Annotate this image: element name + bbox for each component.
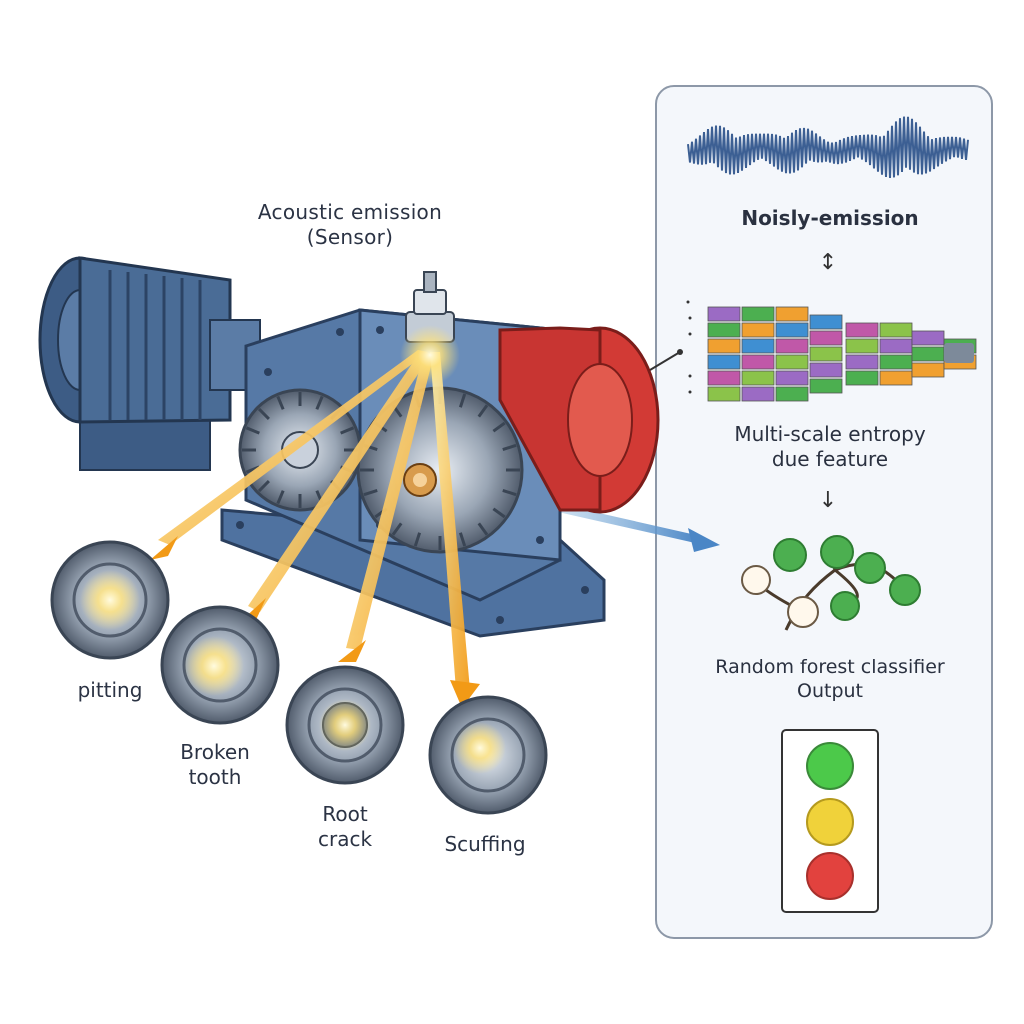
sensor-label-line1: Acoustic emission: [257, 200, 443, 224]
gear-tooth: [315, 395, 324, 410]
gear-tooth: [502, 488, 517, 497]
entropy-block: [775, 386, 809, 402]
stage-multiscale-entropy: Multi-scale entropy due feature: [734, 422, 926, 471]
gear-tooth: [458, 532, 467, 547]
sensor-label-line2: (Sensor): [306, 225, 394, 249]
entropy-block: [707, 386, 741, 402]
red-coupling-housing: [498, 326, 660, 514]
gear-tooth: [340, 426, 355, 435]
entropy-block: [809, 362, 843, 378]
status-yellow-light: [806, 798, 854, 846]
fault-gear-root-crack: [285, 665, 405, 785]
entropy-block: [911, 362, 945, 378]
gear-tooth: [458, 393, 467, 408]
random-forest-icon: [741, 535, 921, 631]
entropy-block: [845, 322, 879, 338]
entropy-block: [845, 354, 879, 370]
emission-beams: [158, 350, 470, 690]
sensor-glow: [400, 325, 460, 385]
status-red-light: [806, 852, 854, 900]
gearbox-housing: [220, 308, 606, 638]
gear-tooth: [276, 395, 285, 410]
entropy-block: [775, 322, 809, 338]
electric-motor: [38, 256, 261, 471]
entropy-block: [879, 354, 913, 370]
pipeline-panel: [655, 85, 993, 939]
entropy-block: [809, 378, 843, 394]
fault-gear-broken-tooth: [160, 605, 280, 725]
entropy-block: [809, 314, 843, 330]
entropy-block: [741, 370, 775, 386]
entropy-block: [879, 370, 913, 386]
down-arrow-icon: ↓: [818, 488, 838, 513]
flow-arrow-head: [688, 528, 720, 552]
entropy-block: [845, 370, 879, 386]
gear-tooth: [257, 480, 270, 493]
fault-gear-pitting: [50, 540, 170, 660]
entropy-block: [741, 338, 775, 354]
stage-random-forest: Random forest classifier Output: [715, 656, 945, 702]
entropy-block: [775, 306, 809, 322]
gear-tooth: [413, 532, 422, 547]
entropy-block: [741, 386, 775, 402]
updown-arrow-icon: ↕: [818, 250, 838, 275]
entropy-block: [775, 370, 809, 386]
output-traffic-light: [781, 729, 879, 913]
gear-tooth: [245, 426, 260, 435]
entropy-block: [911, 346, 945, 362]
gear-tooth: [363, 488, 378, 497]
entropy-block: [707, 370, 741, 386]
gear-tooth: [502, 443, 517, 452]
entropy-block: [707, 338, 741, 354]
entropy-block: [911, 330, 945, 346]
gear-tooth: [477, 522, 489, 536]
entropy-block: [707, 322, 741, 338]
fault-label-root-crack: Root crack: [317, 802, 373, 851]
entropy-block: [809, 346, 843, 362]
entropy-block: [741, 322, 775, 338]
entropy-block: [741, 354, 775, 370]
entropy-block-tip: [944, 343, 974, 363]
gear-tooth: [276, 490, 285, 505]
fault-gear-scuffing: [428, 695, 548, 815]
waveform-icon: [687, 116, 969, 178]
fault-label-scuffing: Scuffing: [444, 832, 526, 856]
entropy-block: [775, 354, 809, 370]
entropy-block: [775, 338, 809, 354]
entropy-block: [741, 306, 775, 322]
gear-tooth: [492, 421, 506, 433]
gear-tooth: [391, 522, 403, 536]
gear-tooth: [477, 404, 489, 418]
entropy-block: [707, 354, 741, 370]
gear-tooth: [492, 507, 506, 519]
entropy-block: [879, 338, 913, 354]
entropy-block: [879, 322, 913, 338]
fault-label-broken-tooth: Broken tooth: [180, 740, 250, 789]
entropy-block: [809, 330, 843, 346]
fault-label-pitting: pitting: [77, 678, 143, 702]
entropy-block: [845, 338, 879, 354]
sensor-label: Acoustic emission (Sensor): [210, 200, 490, 250]
gear-tooth: [257, 407, 270, 420]
entropy-block: [707, 306, 741, 322]
stage-noisy-emission: Noisly-emission: [741, 206, 919, 230]
status-green-light: [806, 742, 854, 790]
